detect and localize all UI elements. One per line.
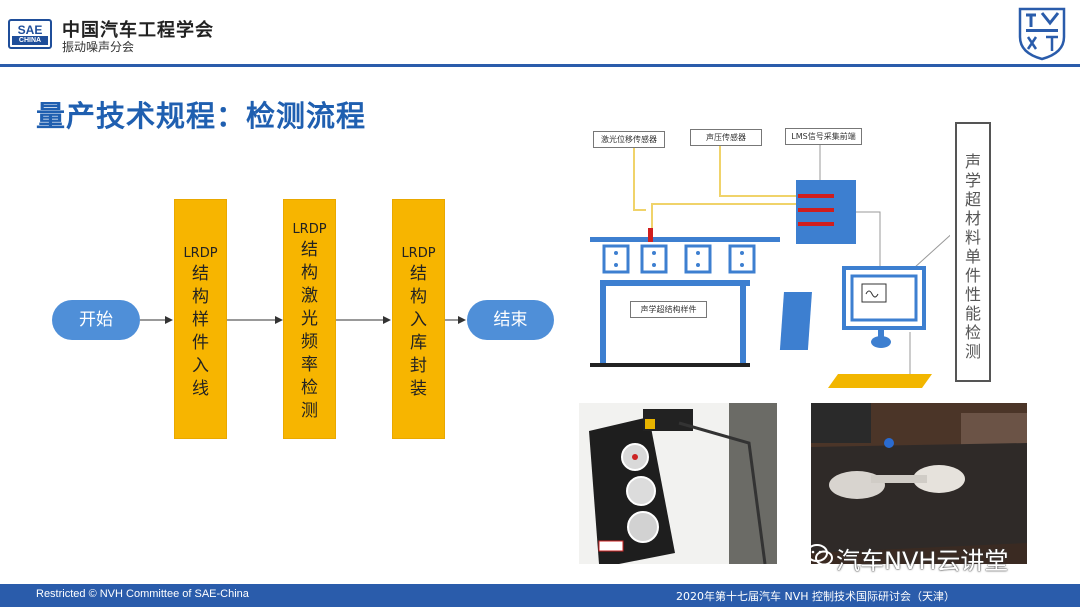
test-setup-diagram	[590, 142, 950, 388]
footer-bar	[0, 584, 1080, 607]
vertical-caption-box: 声学超材料单件性能检测	[955, 122, 991, 382]
photo-sample-panel	[579, 403, 777, 564]
vertical-caption: 声学超材料单件性能检测	[964, 152, 981, 361]
flow-end-node: 结束	[467, 300, 554, 340]
logo-text-top: SAE	[17, 23, 43, 37]
flow-step-2: LRDP 结构激光频率检测	[283, 199, 336, 439]
university-crest-icon	[1018, 7, 1066, 61]
step-3-code: LRDP	[401, 246, 436, 261]
label-sample: 声学超结构样件	[630, 301, 707, 318]
watermark-text: 汽车NVH云讲堂	[836, 547, 1009, 575]
label-sound-sensor: 声压传感器	[690, 129, 762, 146]
org-subtitle: 振动噪声分会	[62, 40, 135, 54]
logo-text-bottom: CHINA	[12, 36, 48, 45]
label-laser-sensor: 激光位移传感器	[593, 131, 665, 148]
step-2-code: LRDP	[292, 222, 327, 237]
flow-step-3: LRDP 结构入库封装	[392, 199, 445, 439]
step-1-code: LRDP	[183, 246, 218, 261]
sae-china-logo: SAE CHINA	[8, 19, 52, 49]
flow-step-1: LRDP 结构样件入线	[174, 199, 227, 439]
label-lms-frontend: LMS信号采集前端	[785, 128, 862, 145]
photo-laser-test	[811, 403, 1027, 564]
slide-title: 量产技术规程：检测流程	[36, 99, 367, 133]
footer-copyright: Restricted © NVH Committee of SAE-China	[36, 588, 249, 600]
wechat-icon	[806, 544, 833, 566]
step-1-text: 结构样件入线	[192, 264, 209, 399]
footer-conference: 2020年第十七届汽车 NVH 控制技术国际研讨会（天津）	[676, 590, 956, 603]
flow-start-node: 开始	[52, 300, 140, 340]
org-name: 中国汽车工程学会	[62, 20, 214, 41]
step-3-text: 结构入库封装	[410, 264, 427, 399]
step-2-text: 结构激光频率检测	[301, 240, 318, 421]
header-divider	[0, 64, 1080, 67]
